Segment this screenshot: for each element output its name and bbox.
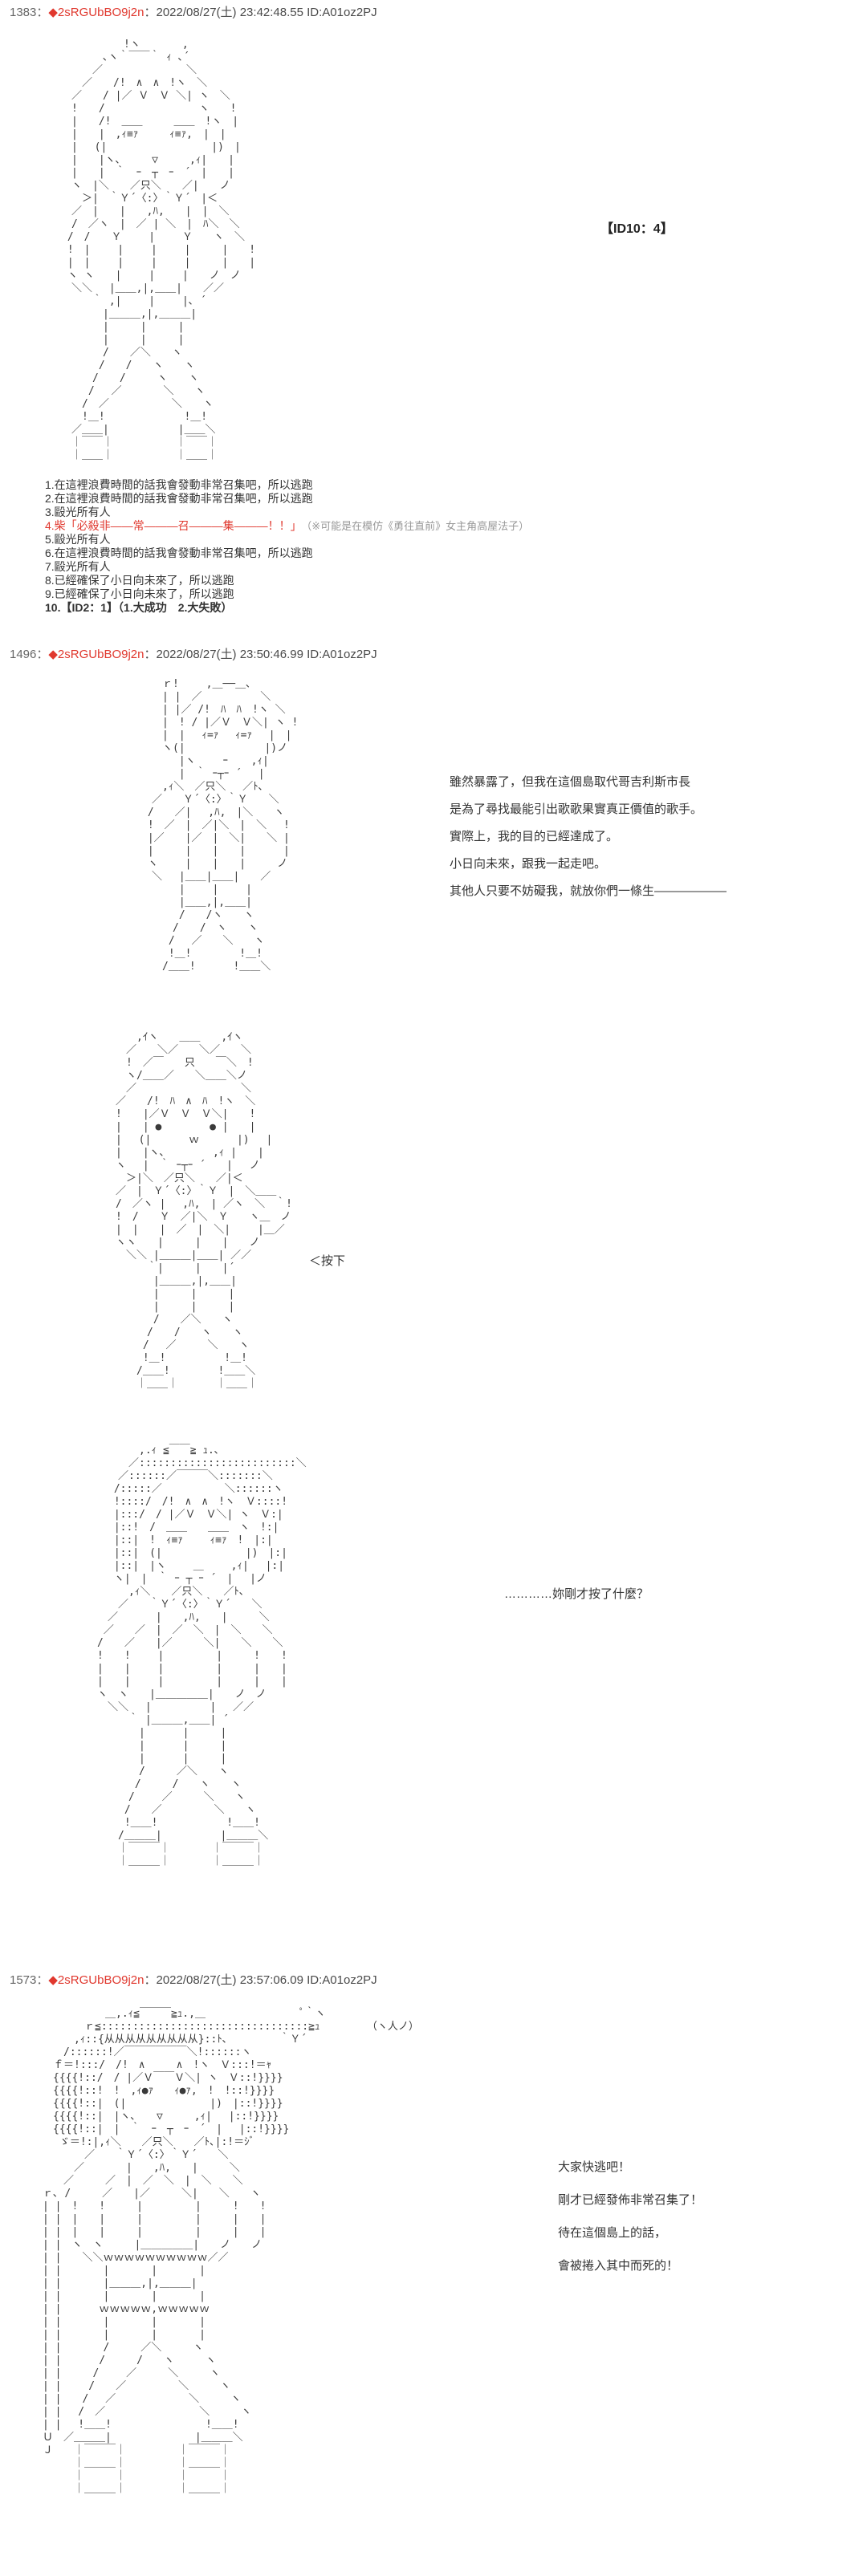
choice-text: 10.【ID2：1】（1.大成功 2.大失敗） [45,601,233,614]
choice-text: 3.毆光所有人 [45,506,111,518]
choice-list: 1.在這裡浪費時間的話我會發動非常召集吧，所以逃跑 2.在這裡浪費時間的話我會發… [45,478,529,615]
post-meta: ：2022/08/27(土) 23:50:46.99 ID:A01oz2PJ [144,648,377,661]
post-header-1496: 1496：◆2sRGUbBO9j2n：2022/08/27(土) 23:50:4… [10,647,377,663]
post-number[interactable]: 1573 [10,1973,37,1987]
choice-item-10: 10.【ID2：1】（1.大成功 2.大失敗） [45,601,529,615]
choice-item-3: 3.毆光所有人 [45,506,529,519]
post-meta: ：2022/08/27(土) 23:42:48.55 ID:A01oz2PJ [144,6,377,19]
ascii-art-drill-girl: ＿,.ｨ≦￣￣￣≧ｭ.,＿ ﾟ｀ヽ ｒ≦::::::::::::::::::::… [43,2008,419,2495]
choice-text: 9.已經確保了小日向未來了，所以逃跑 [45,587,234,600]
choice-text: 2.在這裡浪費時間的話我會發動非常召集吧，所以逃跑 [45,492,313,505]
choice-item-9: 9.已經確保了小日向未來了，所以逃跑 [45,587,529,601]
choice-item-8: 8.已經確保了小日向未來了，所以逃跑 [45,574,529,587]
post-tripcode: ◆2sRGUbBO9j2n [48,6,144,19]
choice-item-4: 4.柴「必殺非——常———召———集———！！」 （※可能是在模仿《勇往直前》女… [45,519,529,533]
choice-item-2: 2.在這裡浪費時間的話我會發動非常召集吧，所以逃跑 [45,492,529,506]
post-number[interactable]: 1383 [10,6,37,19]
choice-text: 7.毆光所有人 [45,560,111,573]
choice-text: 6.在這裡浪費時間的話我會發動非常召集吧，所以逃跑 [45,546,313,559]
post-number-separator: ： [36,1973,49,1987]
post-number[interactable]: 1496 [10,648,37,661]
dice-id-label-1: 【ID10：4】 [600,222,674,236]
choice-text: 1.在這裡浪費時間的話我會發動非常召集吧，所以逃跑 [45,478,313,491]
choice-item-5: 5.毆光所有人 [45,533,529,546]
ascii-art-reaction: ,.ｨ ≦￣￣≧ ｭ.､ ／:::::::::::::::::::::::::＼… [97,1444,307,1867]
choice-item-1: 1.在這裡浪費時間的話我會發動非常召集吧，所以逃跑 [45,478,529,492]
post-number-separator: ： [36,648,49,661]
choice-item-6: 6.在這裡浪費時間的話我會發動非常召集吧，所以逃跑 [45,546,529,560]
post-tripcode: ◆2sRGUbBO9j2n [48,648,144,661]
reaction-caption: …………妳剛才按了什麼？ [504,1587,649,1601]
choice-note: （※可能是在模仿《勇往直前》女主角高屋法子） [295,520,530,532]
choice-text-highlight: 4.柴「必殺非——常———召———集———！！」 [45,519,296,532]
choice-text: 5.毆光所有人 [45,533,111,546]
dialogue-warning: 大家快逃吧！ 剛才已經發佈非常召集了！ 待在這個島上的話， 會被捲入其中而死的！ [558,2160,703,2273]
ascii-art-character-1: !ヽ , ､ヽ｀￣￣｀ ｨ ､´ ／ ＼ ／ /! ∧ ∧ !ヽ ＼ ／ / |… [67,39,256,461]
dialogue-mayor: 雖然暴露了，但我在這個島取代哥吉利斯市長 是為了尋找最能引出歌歌果實真正價值的歌… [450,775,727,898]
post-number-separator: ： [36,6,49,19]
choice-text: 8.已經確保了小日向未來了，所以逃跑 [45,574,234,587]
choice-item-7: 7.毆光所有人 [45,560,529,574]
post-tripcode: ◆2sRGUbBO9j2n [48,1973,144,1987]
ascii-art-mayor: ｒ! ,＿──＿､ | | ／ ＼ | |／ /! ﾊ ﾊ !ヽ ＼ | ! /… [147,678,299,973]
press-caption: ＜按下 [309,1254,346,1268]
post-header-1573: 1573：◆2sRGUbBO9j2n：2022/08/27(土) 23:57:0… [10,1973,377,1989]
ascii-art-ribbon-girl: ,ｲヽ ＿＿ ,ｲヽ ／ ＼／ ＼／ ＼ ! ／￣ 只 ￣＼ ! ヽ/＿＿／ ＼… [116,1031,292,1390]
post-header-1383: 1383：◆2sRGUbBO9j2n：2022/08/27(土) 23:42:4… [10,5,377,21]
post-meta: ：2022/08/27(土) 23:57:06.09 ID:A01oz2PJ [144,1973,377,1987]
